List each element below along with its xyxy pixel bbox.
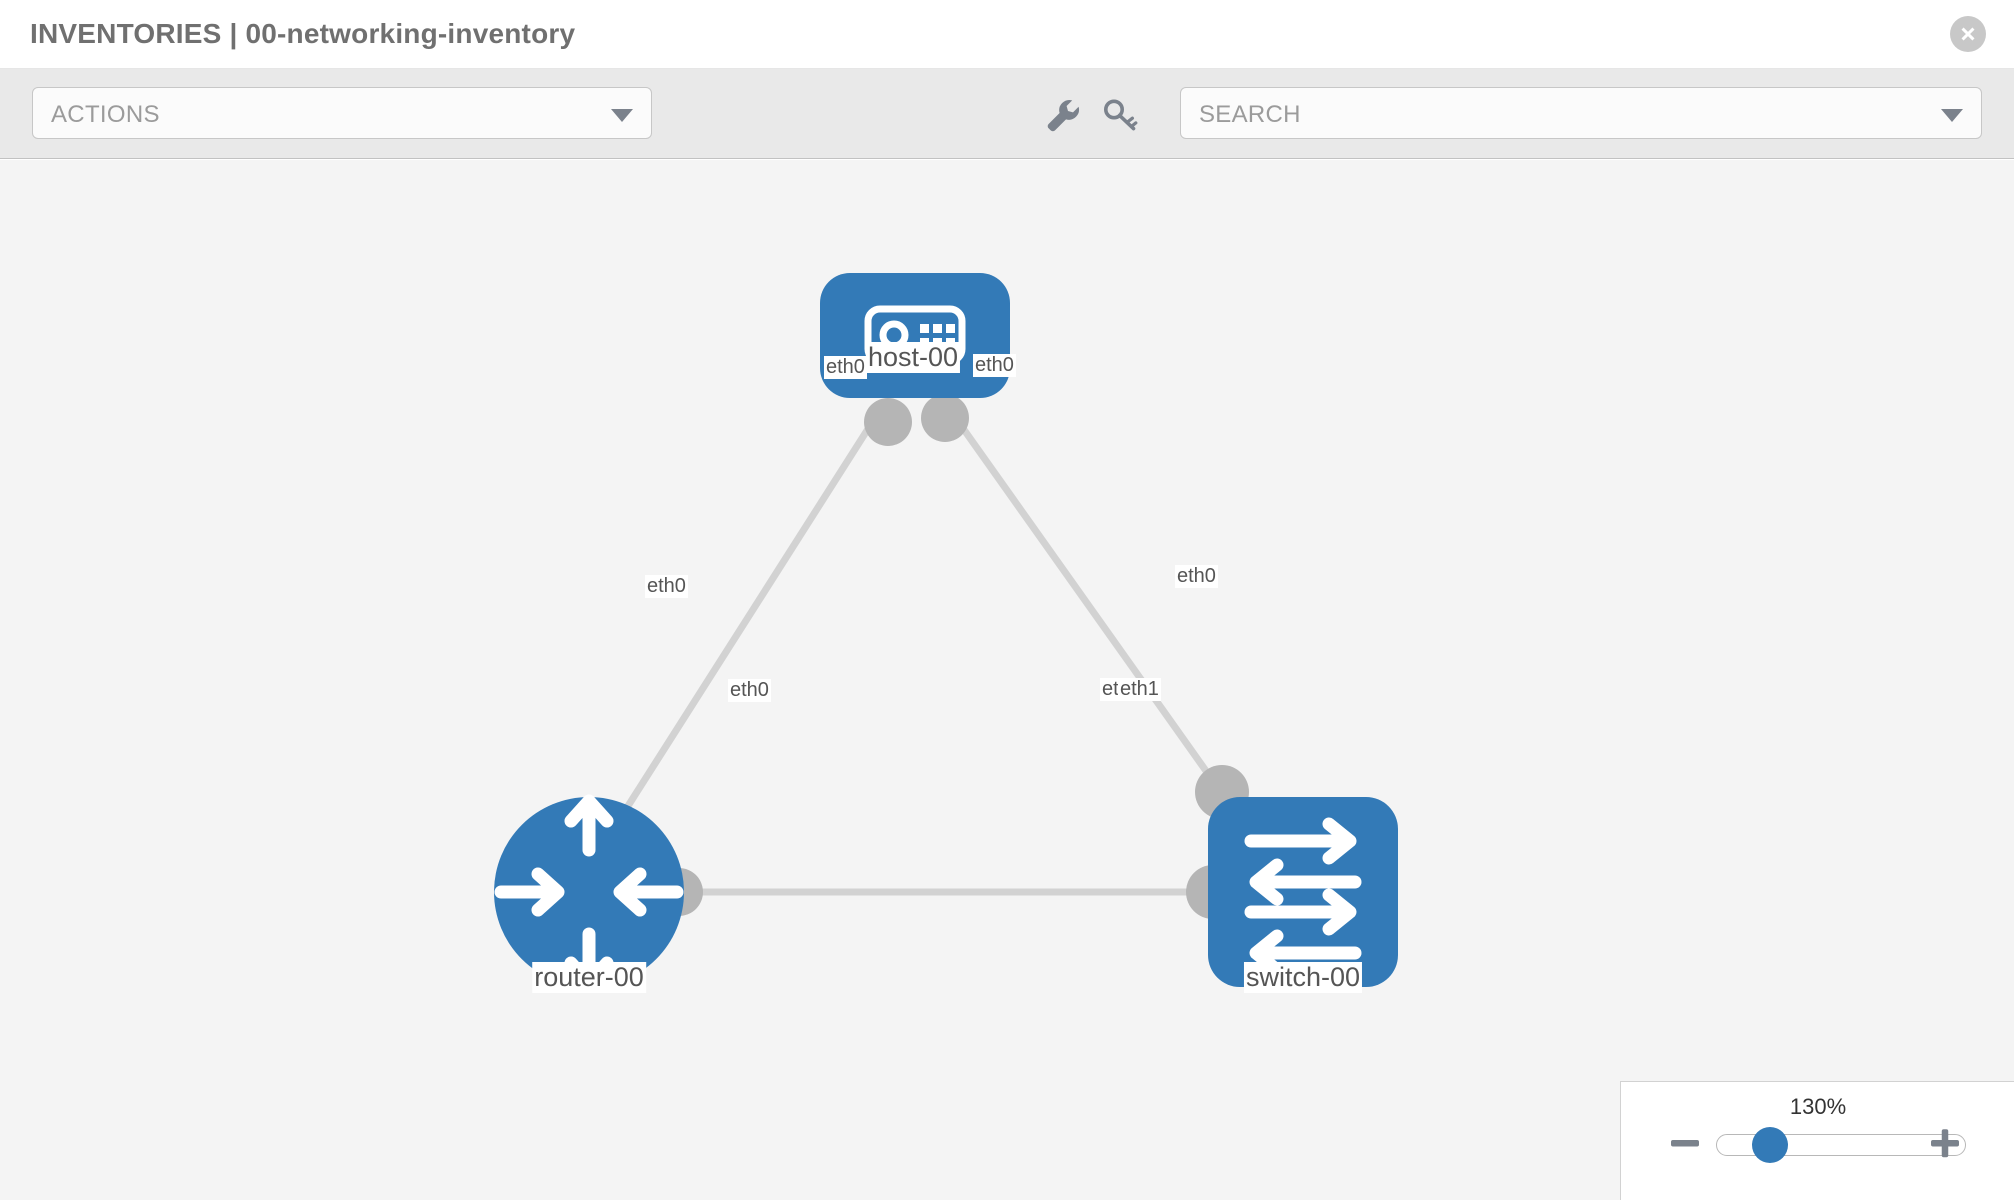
- chevron-down-icon: [611, 109, 633, 122]
- node-label-switch-00: switch-00: [1243, 962, 1363, 993]
- edge-host00-switch00: [947, 407, 1258, 843]
- iface-label-host00-to-router00: eth0: [824, 356, 867, 379]
- zoom-in-button[interactable]: [1928, 1126, 1962, 1160]
- page-title: INVENTORIES | 00-networking-inventory: [30, 18, 576, 49]
- actions-dropdown-label: ACTIONS: [51, 101, 160, 128]
- zoom-out-button[interactable]: [1668, 1126, 1702, 1160]
- toolbar: ACTIONS SEARCH: [0, 69, 2014, 159]
- node-router-00: [494, 794, 684, 990]
- node-host-00: [820, 273, 1010, 398]
- port-group: [655, 394, 1249, 919]
- zoom-control-panel: 130%: [1620, 1081, 2014, 1200]
- chevron-down-icon: [1941, 109, 1963, 122]
- iface-label-host00-to-switch00: eth0: [973, 354, 1016, 377]
- node-label-router-00: router-00: [532, 962, 646, 993]
- port-host00-left: [864, 398, 912, 446]
- zoom-percent-label: 130%: [1789, 1094, 1847, 1119]
- key-icon[interactable]: [1100, 97, 1140, 133]
- topology-graph: [494, 273, 1398, 990]
- iface-label-switch00-to-host00: eth0: [1175, 565, 1218, 588]
- switch-arrows-icon: [1244, 817, 1362, 977]
- search-placeholder: SEARCH: [1199, 101, 1301, 128]
- actions-dropdown[interactable]: ACTIONS: [32, 87, 652, 139]
- node-switch-00: [1208, 797, 1398, 987]
- wrench-icon[interactable]: [1043, 97, 1083, 133]
- edge-group: [597, 407, 1258, 896]
- close-icon[interactable]: [1950, 16, 1986, 52]
- node-label-host-00: host-00: [865, 342, 961, 373]
- search-input[interactable]: SEARCH: [1180, 87, 1982, 139]
- topology-canvas[interactable]: host-00 router-00 switch-00 eth0 eth0 et…: [0, 160, 2014, 1200]
- port-host00-right: [921, 394, 969, 442]
- iface-label-router00-to-host00: eth0: [645, 575, 688, 598]
- page-header: INVENTORIES | 00-networking-inventory: [0, 0, 2014, 69]
- zoom-slider-thumb[interactable]: [1752, 1127, 1788, 1163]
- edge-host00-router00: [597, 408, 883, 852]
- iface-label-switch00-to-router00: eth1: [1118, 678, 1161, 701]
- iface-label-router00-to-switch00: eth0: [728, 679, 771, 702]
